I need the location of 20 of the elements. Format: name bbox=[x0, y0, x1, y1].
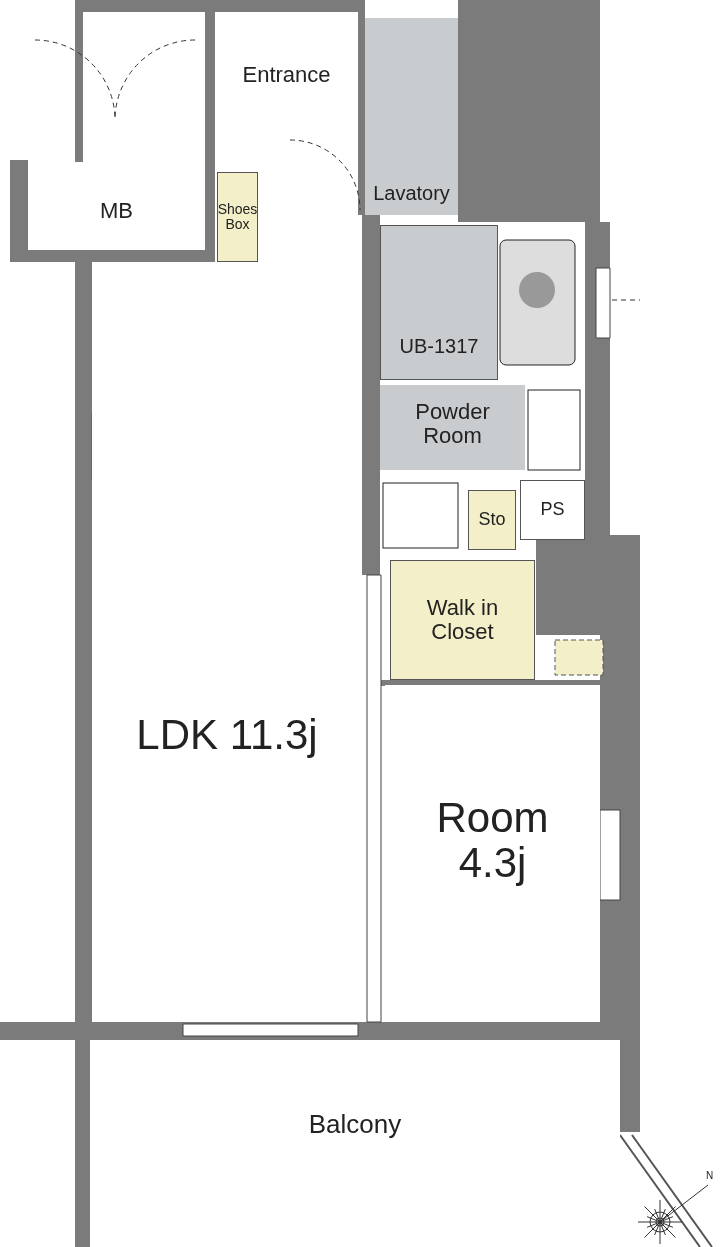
room-area bbox=[217, 172, 258, 262]
room-label: Walk in Closet bbox=[425, 596, 500, 644]
room-area bbox=[380, 385, 525, 470]
room-label: UB-1317 bbox=[399, 336, 479, 358]
room-label: Sto bbox=[478, 510, 506, 530]
north-label: N bbox=[706, 1170, 714, 1181]
room-area bbox=[365, 18, 458, 215]
room-area bbox=[380, 225, 498, 380]
room-label: LDK 11.3j bbox=[136, 712, 318, 758]
room-label: Balcony bbox=[308, 1110, 402, 1139]
room-label: Powder Room bbox=[414, 400, 491, 448]
room-label: Entrance bbox=[242, 63, 331, 87]
room-label: Lavatory bbox=[373, 183, 450, 205]
room-area bbox=[468, 490, 516, 550]
room-label: MB bbox=[100, 199, 133, 223]
room-area bbox=[390, 560, 535, 680]
room-label: Room 4.3j bbox=[435, 795, 550, 886]
room-area bbox=[520, 480, 585, 540]
room-label: PS bbox=[540, 500, 565, 520]
room-label: Shoes Box bbox=[217, 201, 258, 233]
